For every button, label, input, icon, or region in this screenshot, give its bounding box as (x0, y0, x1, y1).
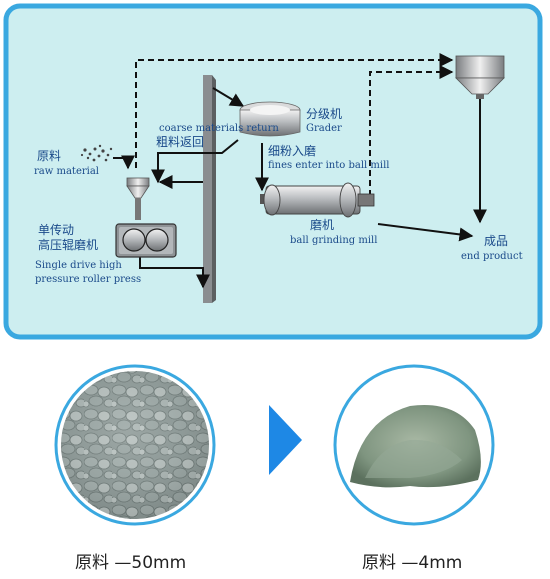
coarse-stones-photo (54, 364, 216, 526)
dust-collector-icon (455, 55, 505, 99)
feed-to-grader-arrow (212, 87, 245, 107)
coarse-return-en-label: coarse materials return (159, 123, 279, 134)
press-output-arrow (139, 257, 210, 289)
press-zh-label-2: 高压辊磨机 (38, 237, 98, 252)
grader-icon (239, 101, 301, 137)
grader-en-label: Grader (306, 123, 342, 134)
press-en-label-1: Single drive high (35, 260, 122, 271)
frame-plate-edge (212, 75, 216, 303)
fine-powder-photo (333, 364, 495, 526)
right-caption: 原料 —4mm (362, 553, 463, 573)
press-en-label-2: pressure roller press (35, 274, 141, 285)
press-zh-label-1: 单传动 (38, 222, 74, 237)
raw-material-icon (80, 144, 113, 162)
ball-mill-icon (260, 182, 375, 218)
coarse-return-arrow (151, 139, 239, 184)
raw-material-arrow (113, 155, 135, 170)
feed-hopper-icon (126, 177, 150, 220)
mill-to-grader-dashed-line (369, 65, 454, 196)
recycle-dashed-line (135, 53, 454, 168)
grader-zh-label: 分级机 (306, 107, 342, 121)
raw-material-zh-label: 原料 (37, 149, 61, 163)
end-product-en-label: end product (461, 251, 523, 262)
ball-mill-zh-label: 磨机 (310, 218, 334, 232)
roller-press-icon (115, 223, 177, 258)
frame-plate (203, 75, 212, 303)
left-caption: 原料 —50mm (75, 553, 187, 573)
fines-zh-label: 细粉入磨 (268, 144, 316, 158)
coarse-return-zh-label: 粗料返回 (156, 135, 204, 149)
end-product-zh-label: 成品 (484, 234, 508, 248)
ball-mill-en-label: ball grinding mill (290, 235, 377, 246)
play-arrow-icon (269, 405, 302, 475)
mill-to-product-arrow (377, 223, 474, 242)
raw-material-en-label: raw material (34, 166, 99, 177)
fines-en-label: fines enter into ball mill (268, 160, 389, 171)
